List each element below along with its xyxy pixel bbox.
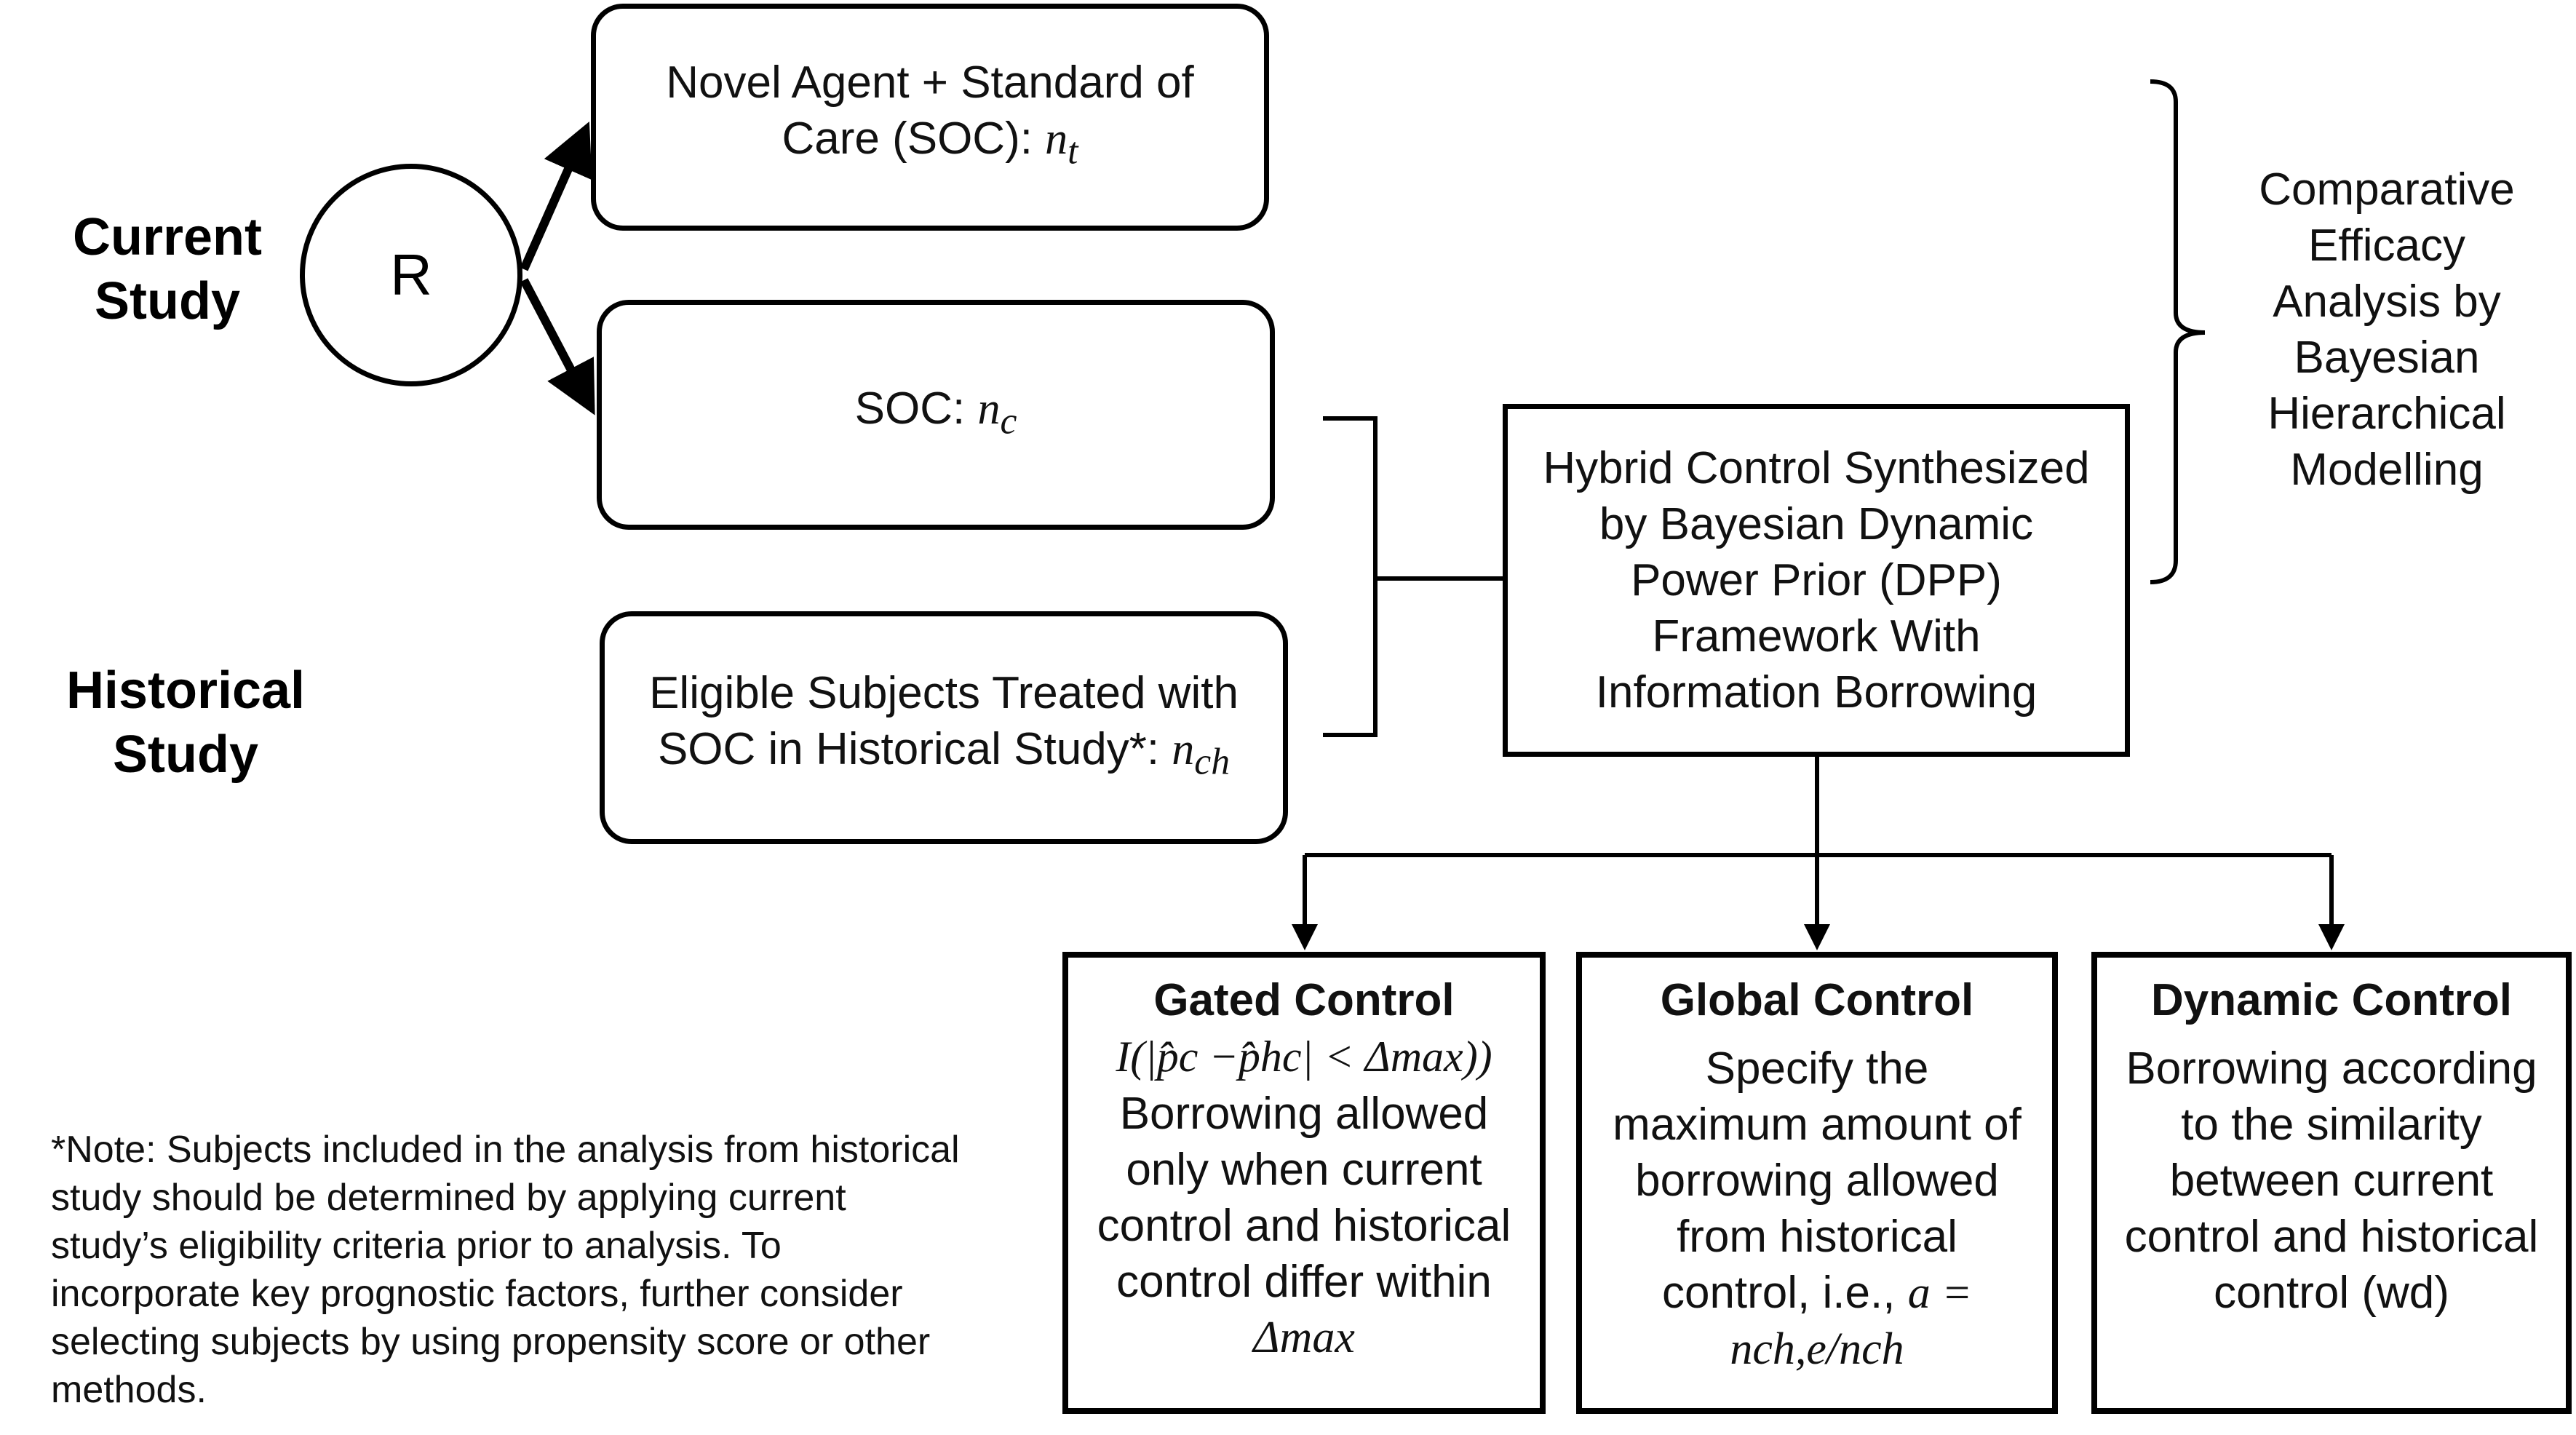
bracket-soc-historical xyxy=(1323,416,1378,737)
eligible-sub: ch xyxy=(1194,741,1231,783)
dynamic-control-line5: control (wd) xyxy=(2214,1268,2449,1318)
footnote: *Note: Subjects included in the analysis… xyxy=(51,1129,960,1411)
eligible-line2: SOC in Historical Study*: nch xyxy=(657,724,1231,783)
arrow-r-to-soc xyxy=(520,278,595,416)
soc-box: SOC: nc xyxy=(597,300,1275,530)
novel-agent-line2: Care (SOC): nt xyxy=(782,114,1078,172)
global-control-line5: control, i.e., a = xyxy=(1661,1268,1973,1318)
global-control-ratio: nch,e/nch xyxy=(1730,1324,1904,1374)
brace-comparative xyxy=(2150,79,2206,584)
hybrid-line4: Framework With xyxy=(1652,611,1981,661)
current-study-line2: Study xyxy=(94,272,240,330)
current-study-line1: Current xyxy=(72,208,262,266)
eligible-line1: Eligible Subjects Treated with xyxy=(649,668,1239,719)
novel-agent-sub: t xyxy=(1068,130,1078,172)
eligible-var: n xyxy=(1172,725,1195,775)
hybrid-line2: by Bayesian Dynamic xyxy=(1599,499,2034,549)
gated-control-title: Gated Control xyxy=(1153,975,1455,1025)
eligible-subjects-box: Eligible Subjects Treated with SOC in Hi… xyxy=(600,611,1288,844)
hybrid-control-box: Hybrid Control Synthesized by Bayesian D… xyxy=(1503,404,2130,757)
randomization-circle: R xyxy=(300,164,522,386)
global-control-box: Global Control Specify the maximum amoun… xyxy=(1576,952,2058,1414)
hybrid-line5: Information Borrowing xyxy=(1595,667,2038,718)
gated-control-box: Gated Control I(|p̂c −p̂hc| < Δmax)) Bor… xyxy=(1062,952,1546,1414)
gated-control-formula: I(|p̂c −p̂hc| < Δmax)) xyxy=(1116,1033,1492,1081)
historical-study-label: Historical Study xyxy=(51,659,320,787)
randomization-label: R xyxy=(390,242,432,307)
current-study-label: Current Study xyxy=(58,205,277,333)
soc-line: SOC: nc xyxy=(854,383,1017,442)
global-control-title: Global Control xyxy=(1660,975,1974,1025)
soc-var: n xyxy=(977,383,1001,434)
gated-control-delta: Δmax xyxy=(1253,1313,1355,1362)
dynamic-control-title: Dynamic Control xyxy=(2150,975,2513,1025)
soc-sub: c xyxy=(1000,400,1017,442)
historical-study-line2: Study xyxy=(112,726,258,784)
historical-study-line1: Historical xyxy=(65,661,306,720)
novel-agent-var: n xyxy=(1045,114,1068,164)
comparative-efficacy-text: Comparative Efficacy Analysis by Bayesia… xyxy=(2259,164,2515,495)
arrow-r-to-novel xyxy=(520,122,592,271)
hybrid-line1: Hybrid Control Synthesized xyxy=(1543,443,2090,493)
novel-agent-line1: Novel Agent + Standard of xyxy=(666,57,1194,108)
hybrid-line3: Power Prior (DPP) xyxy=(1631,555,2002,605)
dynamic-control-box: Dynamic Control Borrowing according to t… xyxy=(2091,952,2572,1414)
novel-agent-box: Novel Agent + Standard of Care (SOC): nt xyxy=(591,4,1269,231)
